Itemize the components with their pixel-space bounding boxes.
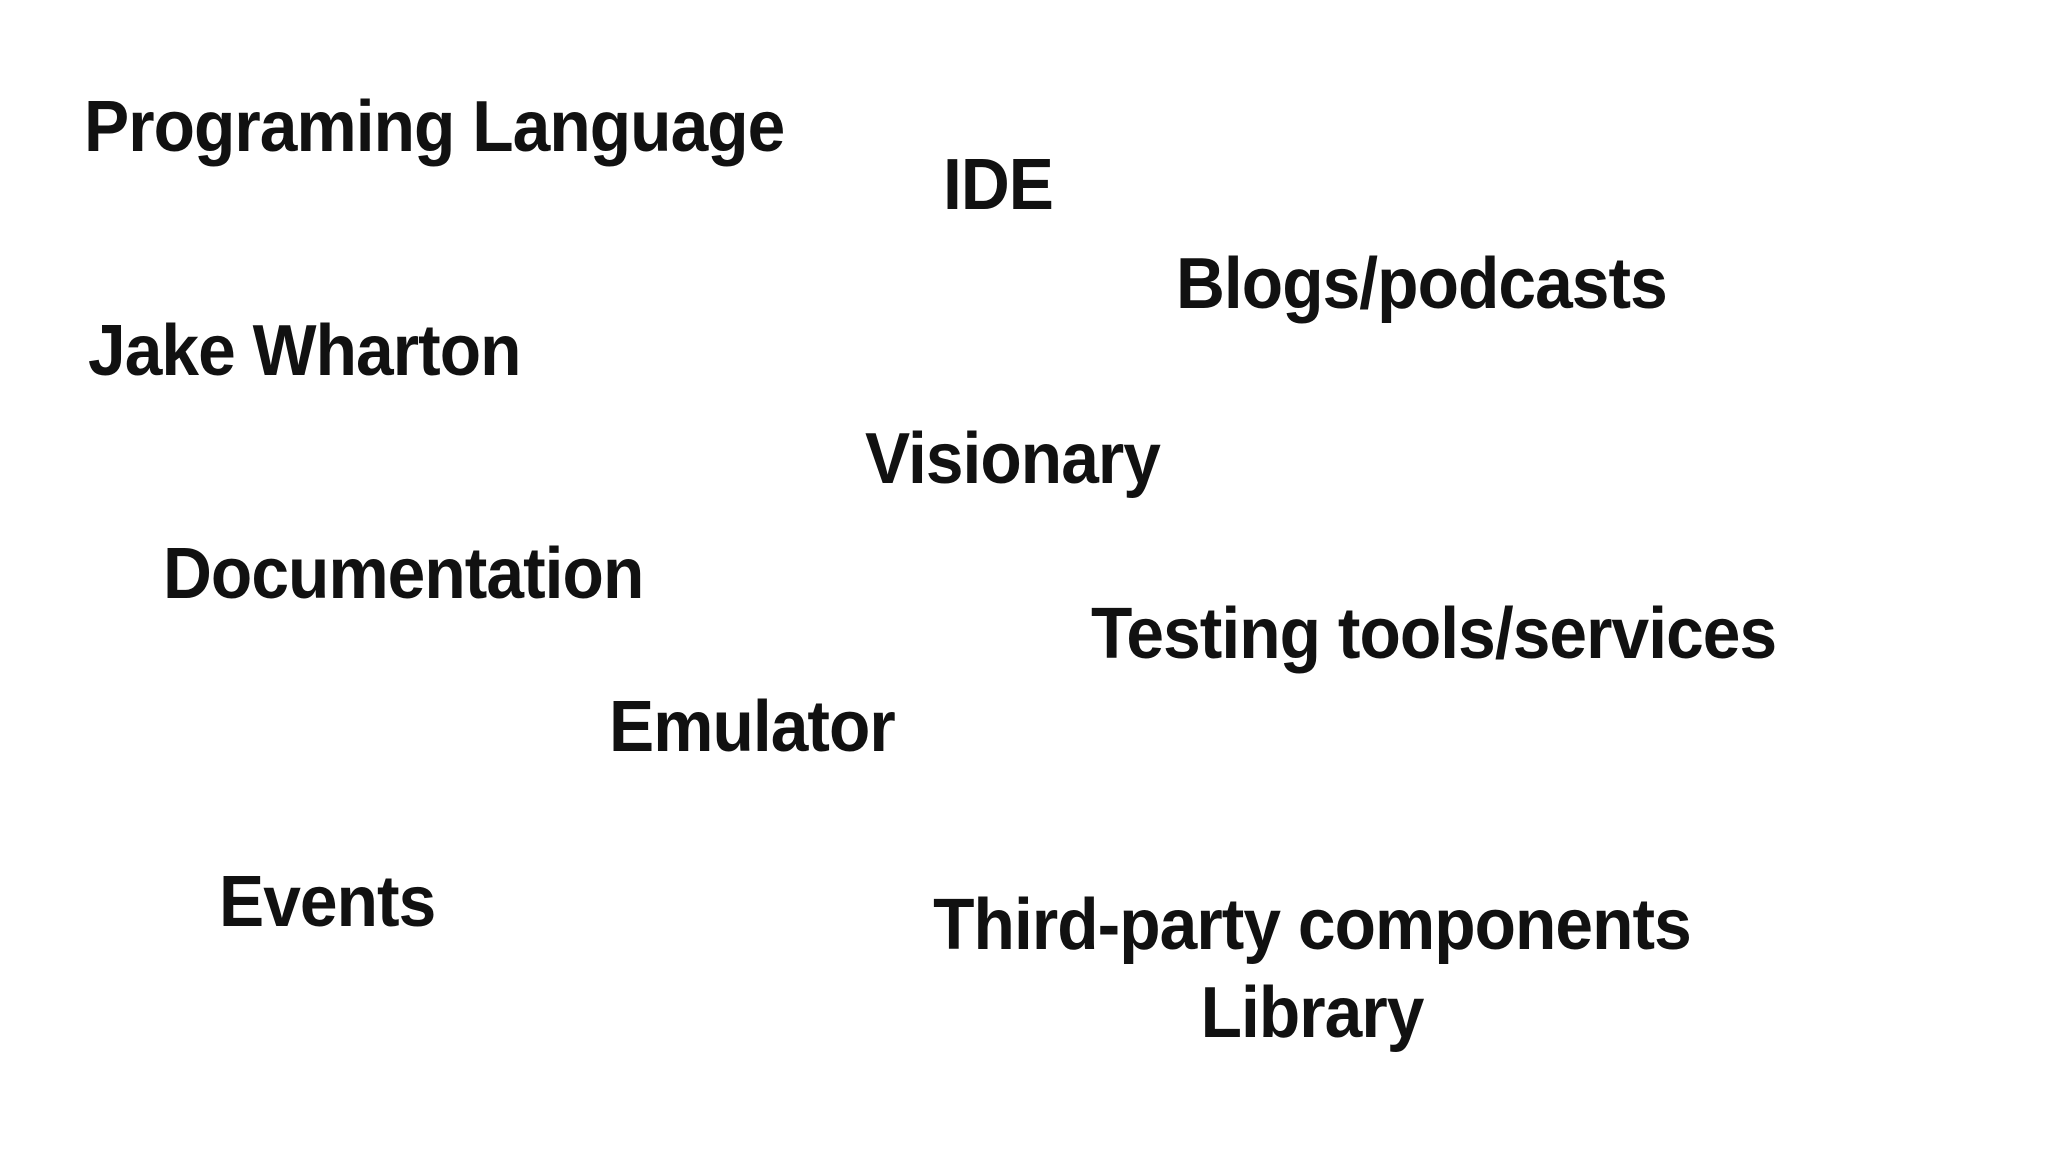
mindmap-node-visionary[interactable]: Visionary (865, 419, 1161, 499)
mindmap-node-third-party-components-library[interactable]: Third-party components Library (933, 885, 1692, 1053)
mindmap-node-emulator[interactable]: Emulator (609, 687, 896, 767)
mindmap-node-ide[interactable]: IDE (943, 145, 1054, 225)
mindmap-node-programing-language[interactable]: Programing Language (84, 87, 785, 167)
mindmap-node-events[interactable]: Events (219, 862, 436, 942)
mindmap-node-jake-wharton[interactable]: Jake Wharton (88, 311, 521, 391)
mindmap-node-blogs-podcasts[interactable]: Blogs/podcasts (1176, 244, 1668, 324)
mindmap-node-documentation[interactable]: Documentation (163, 534, 644, 614)
mindmap-node-testing-tools-services[interactable]: Testing tools/services (1091, 594, 1777, 674)
